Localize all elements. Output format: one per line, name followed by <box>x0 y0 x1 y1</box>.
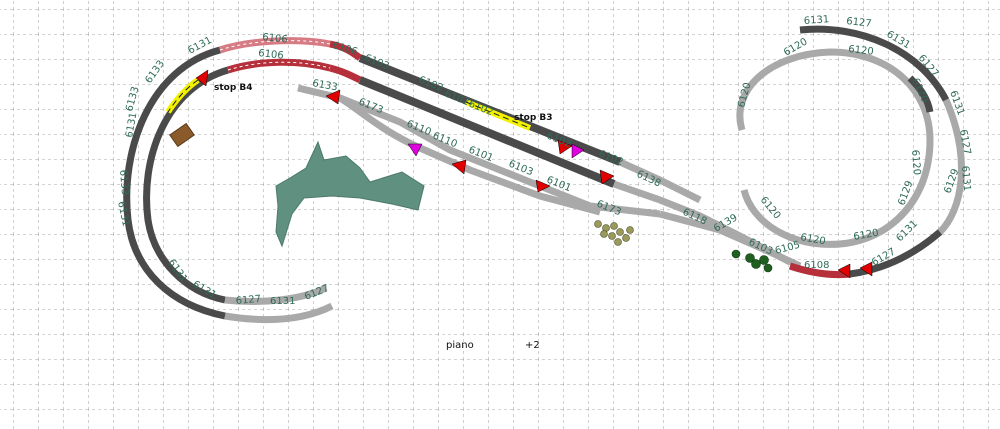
label-6108: 6108 <box>804 260 829 271</box>
label-6120-g: 6120 <box>799 232 826 247</box>
level-value: +2 <box>525 340 540 351</box>
branch-track <box>297 84 802 270</box>
label-6106-b: 6106 <box>258 48 284 62</box>
label-6120-d: 6120 <box>848 44 874 58</box>
main-line-track <box>218 37 622 188</box>
building <box>169 122 195 148</box>
label-6131-c: 6131 <box>115 200 131 227</box>
signal-red-2 <box>451 159 467 175</box>
lake <box>275 140 425 248</box>
signal-magenta-2 <box>571 143 585 159</box>
label-6131-j: 6131 <box>959 165 972 191</box>
level-label: piano <box>446 340 474 351</box>
stop-b3-label: stop B3 <box>514 113 553 123</box>
label-6133-d: 6133 <box>311 78 338 93</box>
label-6106: 6106 <box>262 32 288 46</box>
label-6120-h: 6120 <box>853 228 880 243</box>
label-6127-e: 6127 <box>957 129 972 156</box>
right-loop-track <box>736 25 965 278</box>
label-6131-b: 6131 <box>124 112 139 139</box>
trees <box>594 220 773 273</box>
label-6127: 6127 <box>235 294 261 307</box>
signal-red-6 <box>837 263 851 279</box>
label-6131-f: 6131 <box>270 296 295 307</box>
signal-red-4 <box>557 139 573 155</box>
label-6133-c: 6133 <box>117 169 130 195</box>
label-6127-c: 6127 <box>846 16 872 30</box>
signal-red-5 <box>599 169 615 185</box>
signal-red-b4 <box>195 69 209 87</box>
label-6120-b: 6120 <box>909 149 922 175</box>
signal-red-1 <box>325 89 341 105</box>
left-loop-track <box>123 46 334 324</box>
label-6131-g: 6131 <box>803 14 829 27</box>
signals <box>195 69 873 279</box>
signal-magenta-1 <box>407 143 423 157</box>
signal-red-7 <box>859 261 873 277</box>
stop-b4-label: stop B4 <box>214 83 253 93</box>
signal-red-3 <box>535 179 551 193</box>
